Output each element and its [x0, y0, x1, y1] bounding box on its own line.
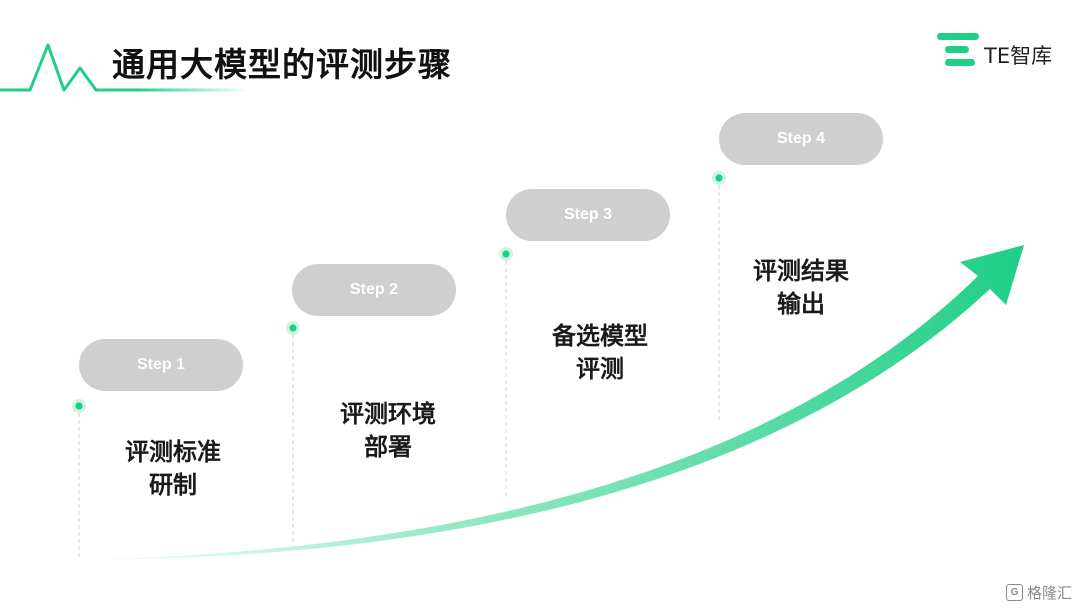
step-dot-1	[72, 399, 86, 413]
step-3-description: 备选模型 评测	[525, 320, 675, 386]
step-dot-3	[499, 247, 513, 261]
step-2-badge: Step 2	[292, 264, 456, 316]
step-3-badge: Step 3	[506, 189, 670, 241]
step-1-line-2: 研制	[149, 471, 197, 499]
step-4-badge: Step 4	[719, 113, 883, 165]
step-2-line-2: 部署	[364, 433, 412, 461]
step-1-description: 评测标准 研制	[98, 436, 248, 502]
step-1-badge: Step 1	[79, 339, 243, 391]
gelonghui-logo-icon: G	[1006, 584, 1023, 601]
step-4-line-1: 评测结果	[753, 257, 849, 285]
brand-name: TE智库	[984, 44, 1053, 68]
step-3-line-1: 备选模型	[552, 322, 648, 350]
watermark: G 格隆汇	[1006, 582, 1072, 603]
page-title: 通用大模型的评测步骤	[112, 45, 452, 84]
step-2-line-1: 评测环境	[340, 400, 436, 428]
step-4-line-2: 输出	[777, 290, 825, 318]
te-logo-icon	[937, 33, 979, 66]
step-2-description: 评测环境 部署	[313, 398, 463, 464]
watermark-text: 格隆汇	[1027, 584, 1073, 602]
step-dot-4	[712, 171, 726, 185]
step-3-line-2: 评测	[576, 355, 624, 383]
step-1-line-1: 评测标准	[125, 438, 221, 466]
step-4-description: 评测结果 输出	[726, 255, 876, 321]
heartbeat-line-icon	[0, 43, 250, 92]
step-dot-2	[286, 321, 300, 335]
